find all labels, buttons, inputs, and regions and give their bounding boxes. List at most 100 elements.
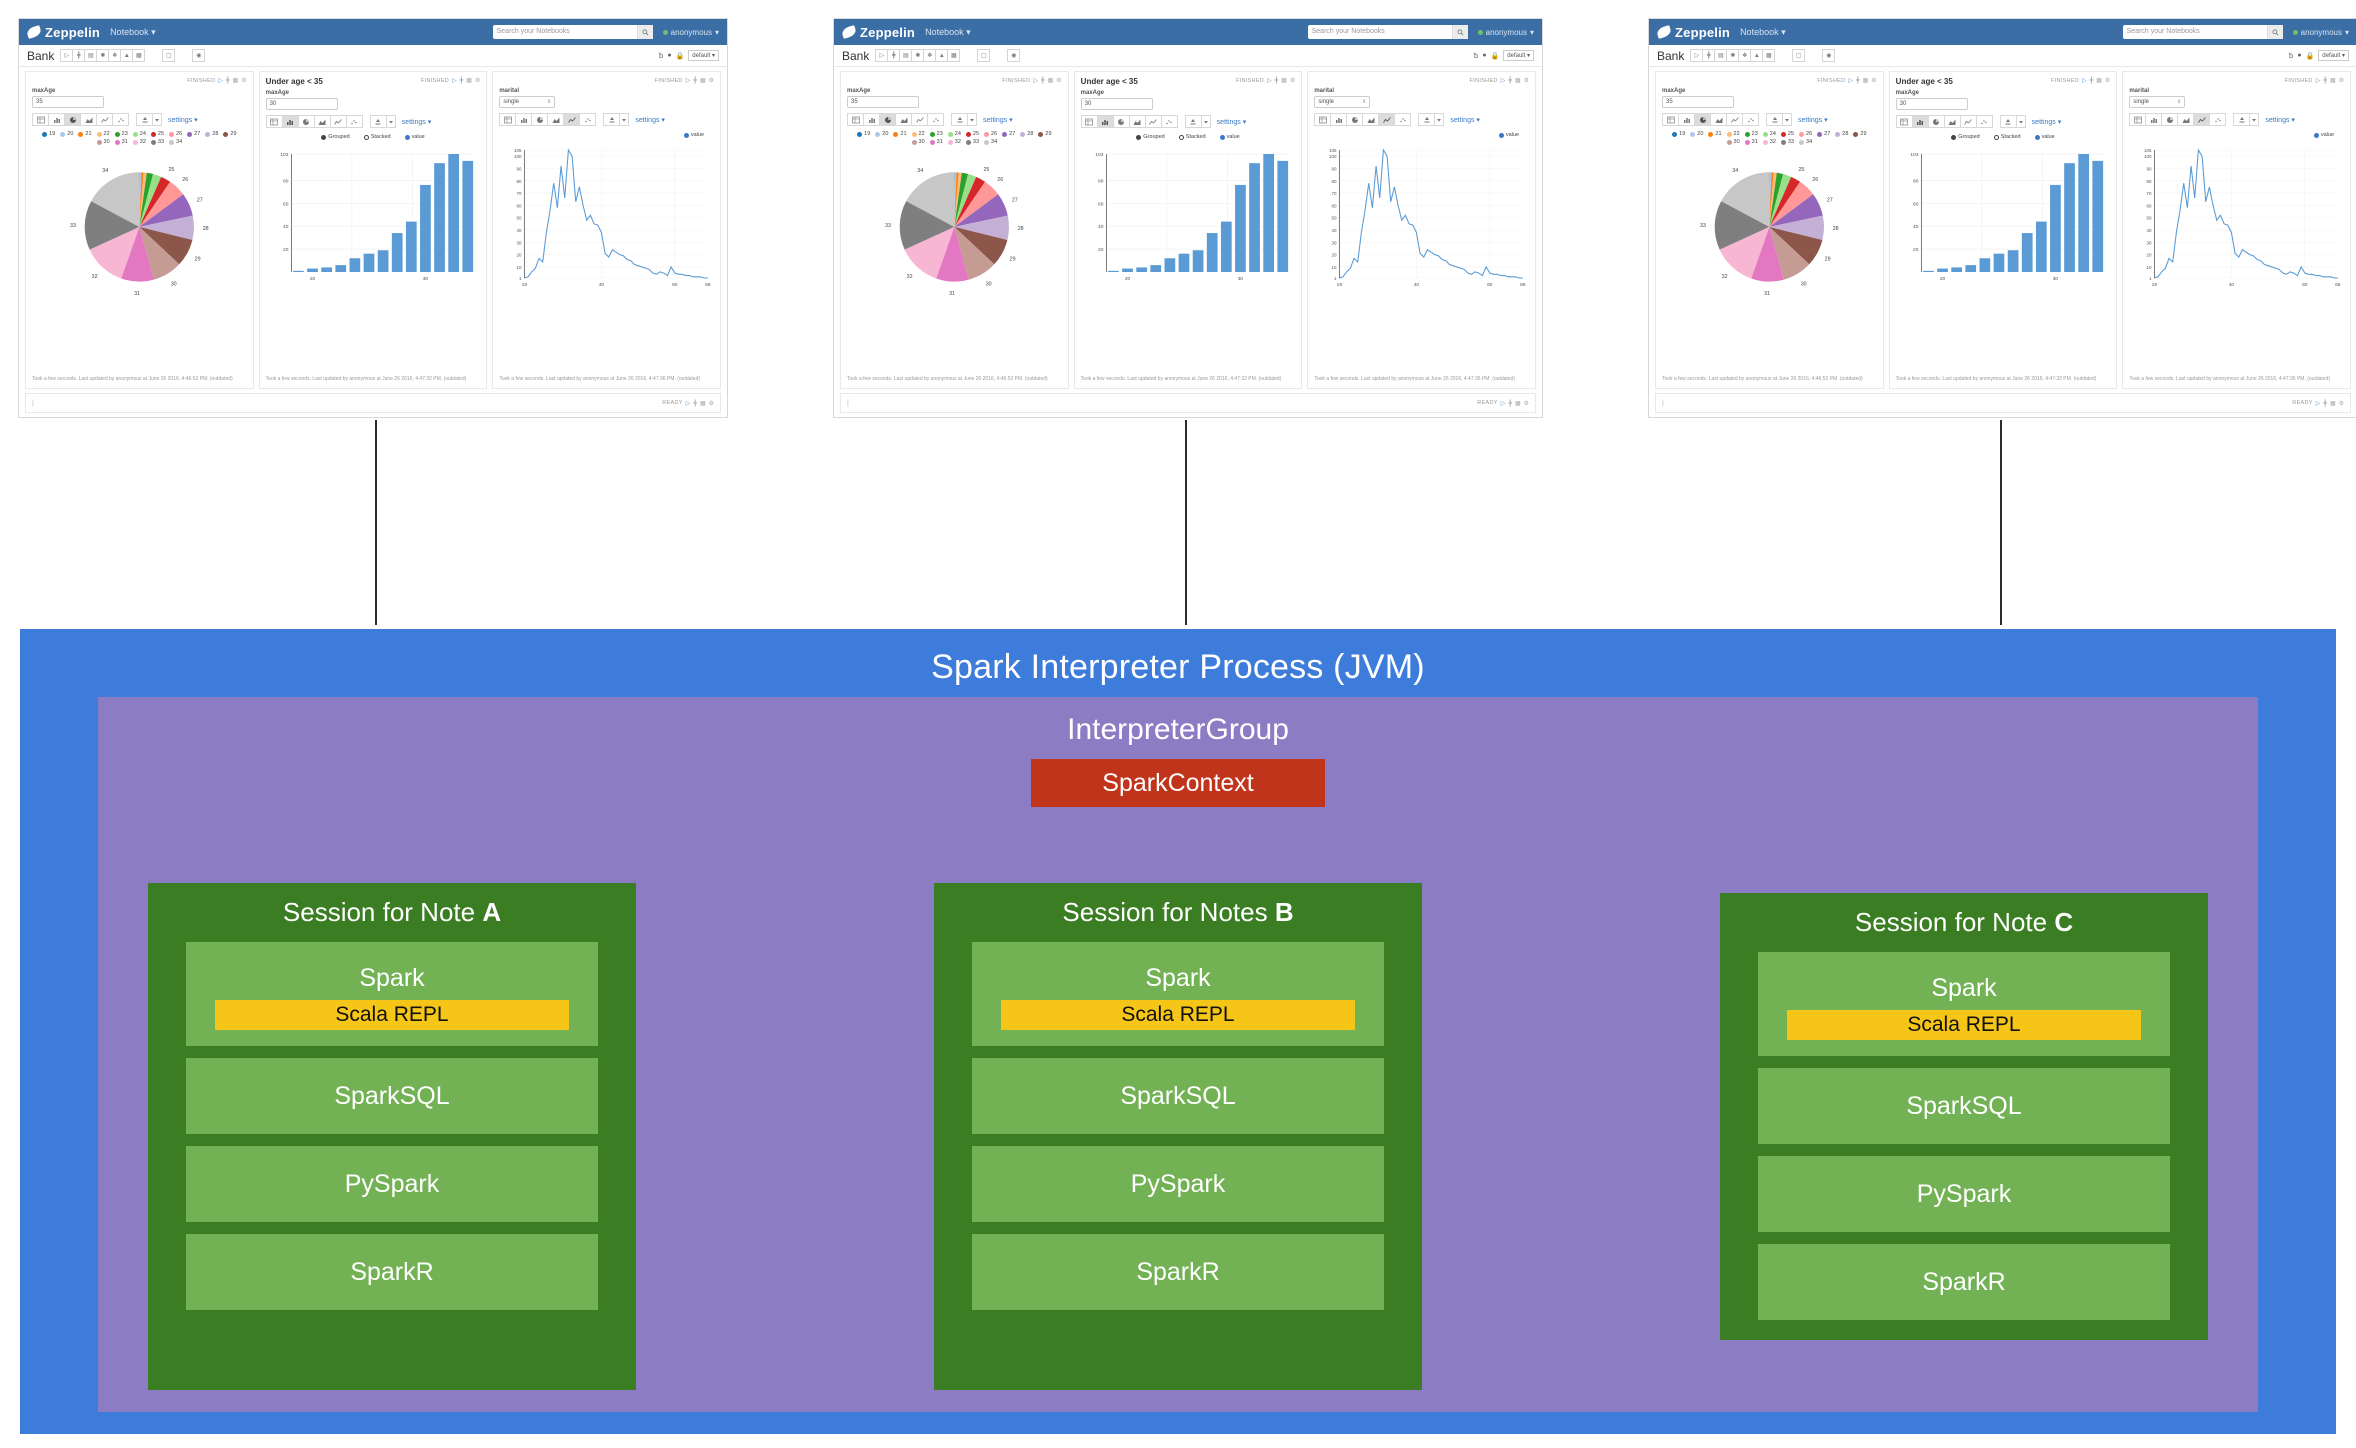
table-viz-icon[interactable] <box>1662 113 1679 126</box>
viz-settings-link[interactable]: settings ▾ <box>1798 116 1828 124</box>
show-editor-icon[interactable]: ▦ <box>1514 400 1521 407</box>
pie-viz-icon[interactable] <box>64 113 81 126</box>
gear-icon[interactable]: ⚙ <box>1523 400 1529 407</box>
notebook-menu[interactable]: Notebook ▾ <box>110 26 156 37</box>
trash-icon[interactable]: ▢ <box>162 49 176 62</box>
expand-icon[interactable]: ╋ <box>693 400 697 407</box>
maxage-input[interactable]: 35 <box>1662 96 1734 108</box>
show-editor-icon[interactable]: ▦ <box>232 78 239 84</box>
interpreter-select[interactable]: default ▾ <box>1503 50 1534 61</box>
download-icon[interactable] <box>1766 113 1783 126</box>
maxage-input[interactable]: 30 <box>1895 98 1968 110</box>
pie-viz-icon[interactable] <box>1346 113 1364 126</box>
bar-viz-icon[interactable] <box>1911 115 1929 128</box>
table-viz-icon[interactable] <box>1895 115 1913 128</box>
run-icon[interactable]: ▷ <box>685 78 691 84</box>
show-editor-icon[interactable]: ▦ <box>699 400 706 407</box>
interpreter-select[interactable]: default ▾ <box>2318 50 2349 61</box>
search-input[interactable]: Search your Notebooks <box>2122 25 2283 39</box>
chevron-down-icon[interactable] <box>1434 113 1445 126</box>
legend-item[interactable]: 22 <box>911 131 925 137</box>
gear-icon[interactable]: ⚙ <box>708 78 715 84</box>
legend-item[interactable]: 29 <box>223 131 237 137</box>
legend-item[interactable]: 34 <box>1799 139 1812 145</box>
keyboard-icon[interactable]: ␢ <box>658 52 664 60</box>
run-icon[interactable]: ▷ <box>1500 78 1506 84</box>
area-viz-icon[interactable] <box>1128 115 1146 128</box>
legend-item[interactable]: 23 <box>114 131 128 137</box>
show-editor-icon[interactable]: ▦ <box>1862 78 1869 84</box>
line-viz-icon[interactable] <box>96 113 113 126</box>
line-viz-icon[interactable] <box>911 113 928 126</box>
legend-item[interactable]: 26 <box>984 131 997 137</box>
download-icon[interactable] <box>951 113 968 126</box>
chevron-down-icon[interactable] <box>385 115 396 128</box>
legend-item[interactable]: 33 <box>150 139 164 145</box>
pie-viz-icon[interactable] <box>531 113 549 126</box>
table-viz-icon[interactable] <box>1314 113 1332 126</box>
legend-item[interactable]: 34 <box>169 139 182 145</box>
marital-select[interactable]: single ⇕ <box>499 96 556 108</box>
run-icon[interactable]: ▷ <box>452 78 457 84</box>
bar-viz-icon[interactable] <box>515 113 533 126</box>
maxage-input[interactable]: 35 <box>847 96 919 108</box>
legend-item[interactable]: 31 <box>1744 139 1758 145</box>
paragraph-bar[interactable]: Under age < 35 FINISHED ▷ ╋ ▦ ⚙ maxAge 3… <box>1073 71 1303 389</box>
book-icon[interactable]: ▤ <box>1714 49 1728 62</box>
legend-item[interactable]: 24 <box>947 131 961 137</box>
legend-item[interactable]: 24 <box>1762 131 1776 137</box>
expand-icon[interactable]: ╋ <box>1855 78 1860 84</box>
zeppelin-logo[interactable]: Zeppelin <box>1655 25 1730 40</box>
run-icon[interactable]: ▷ <box>1500 400 1506 407</box>
download-icon[interactable] <box>1418 113 1436 126</box>
show-editor-icon[interactable]: ▦ <box>1514 78 1521 84</box>
show-editor-icon[interactable]: ▦ <box>699 78 706 84</box>
viz-settings-link[interactable]: settings ▾ <box>1216 118 1247 126</box>
search-input[interactable]: Search your Notebooks <box>492 25 653 39</box>
user-menu[interactable]: anonymous ▾ <box>662 28 719 37</box>
area-viz-icon[interactable] <box>313 115 331 128</box>
lock-icon[interactable]: 🔒 <box>675 52 685 60</box>
interpreter-select[interactable]: default ▾ <box>688 50 719 61</box>
gear-icon[interactable]: ⚙ <box>2338 78 2345 84</box>
line-viz-icon[interactable] <box>1726 113 1743 126</box>
viz-settings-link[interactable]: settings ▾ <box>2265 116 2295 124</box>
bar-viz-icon[interactable] <box>1096 115 1114 128</box>
legend-item[interactable]: 32 <box>947 139 961 145</box>
line-viz-icon[interactable] <box>2193 113 2211 126</box>
viz-settings-link[interactable]: settings ▾ <box>983 116 1013 124</box>
line-viz-icon[interactable] <box>1144 115 1162 128</box>
series-legend-item[interactable]: value <box>404 134 425 140</box>
gear-icon[interactable]: ⚙ <box>708 400 714 407</box>
run-icon[interactable]: ▷ <box>685 400 691 407</box>
marital-select[interactable]: single ⇕ <box>2129 96 2186 108</box>
scatter-viz-icon[interactable] <box>345 115 363 128</box>
legend-item[interactable]: 25 <box>965 131 979 137</box>
expand-icon[interactable]: ╋ <box>693 78 697 84</box>
scatter-viz-icon[interactable] <box>927 113 944 126</box>
grouped-radio[interactable]: Grouped <box>321 134 350 140</box>
chevron-down-icon[interactable] <box>2015 115 2026 128</box>
legend-item[interactable]: 22 <box>1726 131 1740 137</box>
legend-item[interactable]: 27 <box>187 131 200 137</box>
user-menu[interactable]: anonymous ▾ <box>1477 28 1534 37</box>
download-icon[interactable] <box>136 113 153 126</box>
paragraph-bar[interactable]: Under age < 35 FINISHED ▷ ╋ ▦ ⚙ maxAge 3… <box>258 71 488 389</box>
legend-item[interactable]: 19 <box>1672 131 1685 137</box>
show-editor-icon[interactable]: ▦ <box>2329 78 2336 84</box>
show-editor-icon[interactable]: ▦ <box>1281 78 1287 84</box>
user-menu[interactable]: anonymous ▾ <box>2292 28 2349 37</box>
stacked-radio[interactable]: Stacked <box>1178 134 1206 140</box>
table-viz-icon[interactable] <box>2129 113 2147 126</box>
maxage-input[interactable]: 30 <box>1080 98 1153 110</box>
version-icon[interactable]: ▦ <box>947 49 961 62</box>
bell-icon[interactable]: ● <box>2297 52 2302 59</box>
paragraph-pie[interactable]: FINISHED ▷ ╋ ▦ ⚙ maxAge 35 <box>840 71 1069 389</box>
chevron-down-icon[interactable] <box>619 113 630 126</box>
paragraph-bar[interactable]: Under age < 35 FINISHED ▷ ╋ ▦ ⚙ maxAge 3… <box>1888 71 2118 389</box>
expand-icon[interactable]: ╋ <box>2323 400 2327 407</box>
settings-icon[interactable]: ◉ <box>1007 49 1021 62</box>
expand-icon[interactable]: ╋ <box>1040 78 1045 84</box>
gear-icon[interactable]: ⚙ <box>2104 78 2111 84</box>
grouped-radio[interactable]: Grouped <box>1951 134 1980 140</box>
